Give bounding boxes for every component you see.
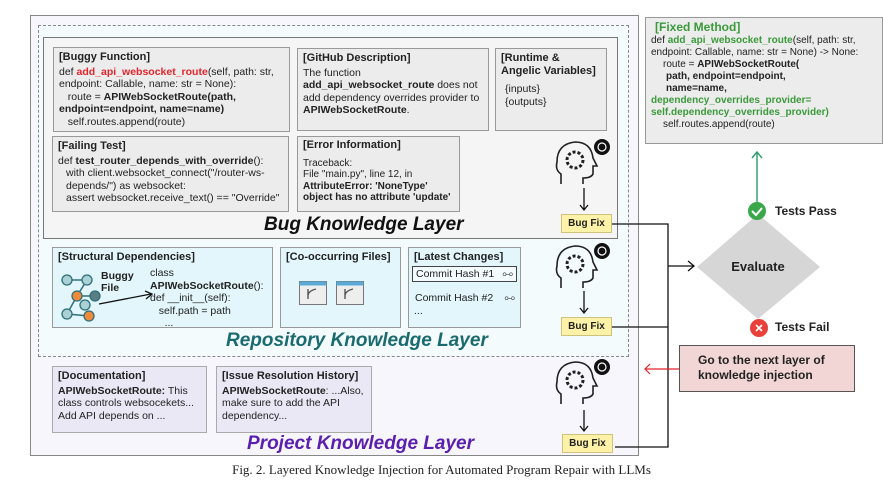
arrow-icon xyxy=(98,290,154,305)
llm-head-icon xyxy=(555,359,610,404)
bug-fix-output: Bug Fix xyxy=(562,434,613,453)
commit-hash-1: Commit Hash #1⧟ xyxy=(412,265,517,283)
llm-head-icon xyxy=(555,243,610,288)
structural-dependencies-box: [Structural Dependencies] Buggy File cla… xyxy=(52,247,273,329)
commit-icon: ⧟ xyxy=(502,267,514,280)
cooccurring-files-box: [Co-occurring Files] xyxy=(280,247,401,328)
buggy-function-box: [Buggy Function] def add_api_websocket_r… xyxy=(53,47,290,132)
check-icon xyxy=(748,202,766,220)
bug-fix-output: Bug Fix xyxy=(561,214,612,233)
figure-caption: Fig. 2. Layered Knowledge Injection for … xyxy=(232,462,651,477)
tests-pass-label: Tests Pass xyxy=(775,204,837,218)
bug-layer-title: Bug Knowledge Layer xyxy=(264,214,464,235)
repository-layer-title: Repository Knowledge Layer xyxy=(226,330,488,351)
evaluate-label: Evaluate xyxy=(731,259,785,274)
project-layer-title: Project Knowledge Layer xyxy=(247,433,475,454)
evaluate-diamond xyxy=(697,214,820,319)
tests-fail-label: Tests Fail xyxy=(775,320,830,334)
llm-head-icon xyxy=(555,139,610,184)
file-branch-icon xyxy=(336,281,364,305)
next-layer-box: Go to the next layer of knowledge inject… xyxy=(679,345,855,392)
commit-icon: ⧟ xyxy=(504,292,516,305)
bug-fix-output: Bug Fix xyxy=(561,317,612,336)
fixed-method-box: [Fixed Method] def add_api_websocket_rou… xyxy=(645,17,883,144)
runtime-variables-box: [Runtime & Angelic Variables] {inputs}{o… xyxy=(495,48,607,131)
latest-changes-box: [Latest Changes] Commit Hash #1⧟ Commit … xyxy=(408,247,521,328)
failing-test-box: [Failing Test] def test_router_depends_w… xyxy=(52,136,289,212)
dependency-graph-icon xyxy=(61,274,101,322)
error-information-box: [Error Information] Traceback:File "main… xyxy=(297,136,460,212)
issue-resolution-box: [Issue Resolution History] APIWebSocketR… xyxy=(216,366,372,433)
buggy-file-label: Buggy File xyxy=(101,270,134,294)
file-branch-icon xyxy=(299,281,327,305)
documentation-box: [Documentation] APIWebSocketRoute: This … xyxy=(52,366,207,433)
